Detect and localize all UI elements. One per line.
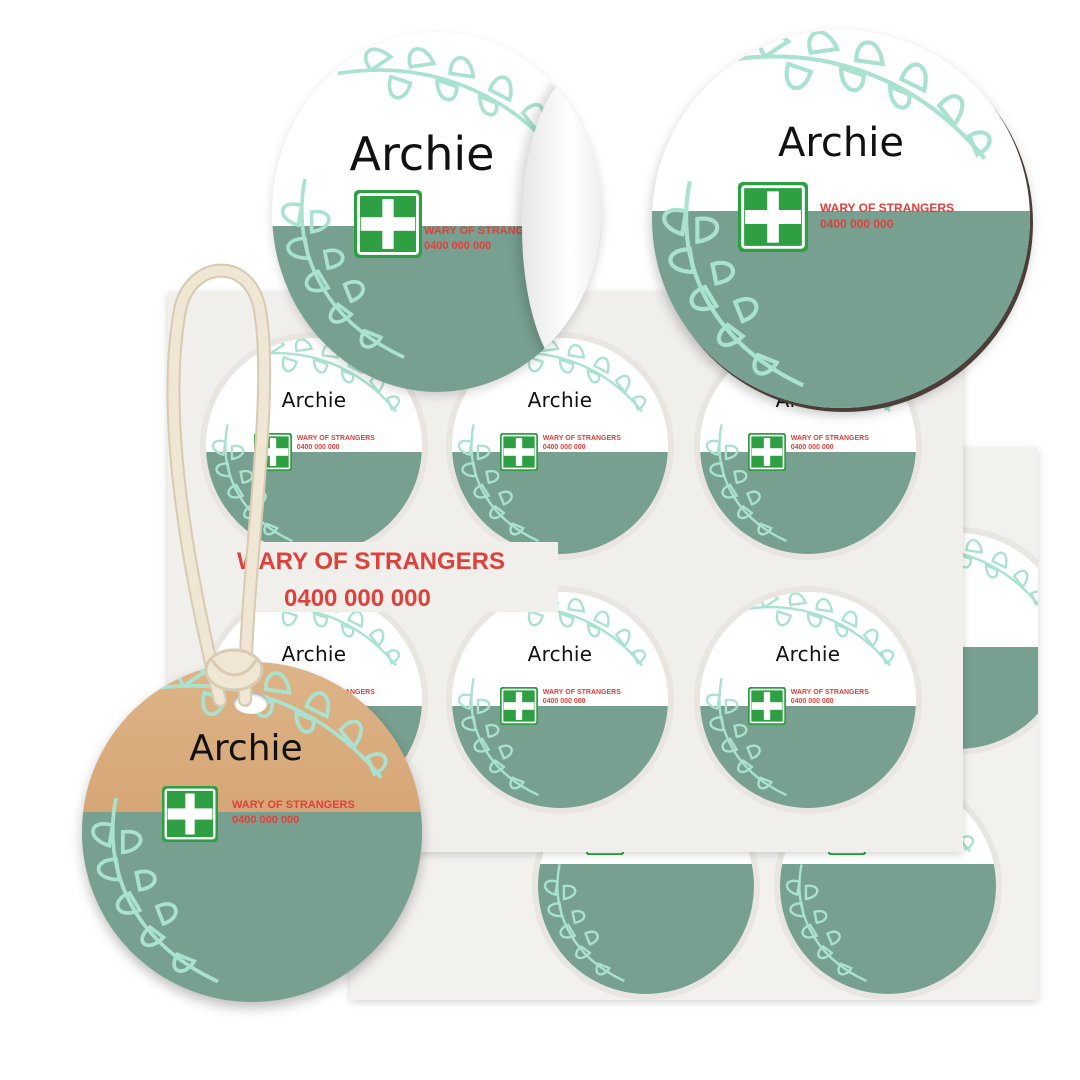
- sticker-name: Archie: [281, 641, 347, 666]
- tag-name: Archie: [189, 728, 303, 769]
- peel-name: Archie: [349, 127, 495, 181]
- medical-cross-icon: [500, 433, 538, 471]
- medical-cross-icon: [738, 182, 808, 252]
- sticker-back-2: 0400 000 000: [780, 778, 996, 994]
- round-name: Archie: [778, 120, 904, 166]
- callout-warning: WARY OF STRANGERS: [237, 548, 506, 575]
- callout-panel: [218, 542, 558, 612]
- medical-cross-icon: [748, 433, 786, 471]
- medical-cross-icon: [354, 190, 422, 258]
- medical-cross-icon: [748, 687, 786, 725]
- rope-loop: [166, 263, 272, 707]
- medical-cross-icon: [500, 687, 538, 725]
- sticker-name: Archie: [775, 641, 841, 666]
- sticker-name: Archie: [527, 641, 593, 666]
- medical-cross-icon: [162, 786, 218, 842]
- callout-phone: 0400 000 000: [284, 585, 431, 612]
